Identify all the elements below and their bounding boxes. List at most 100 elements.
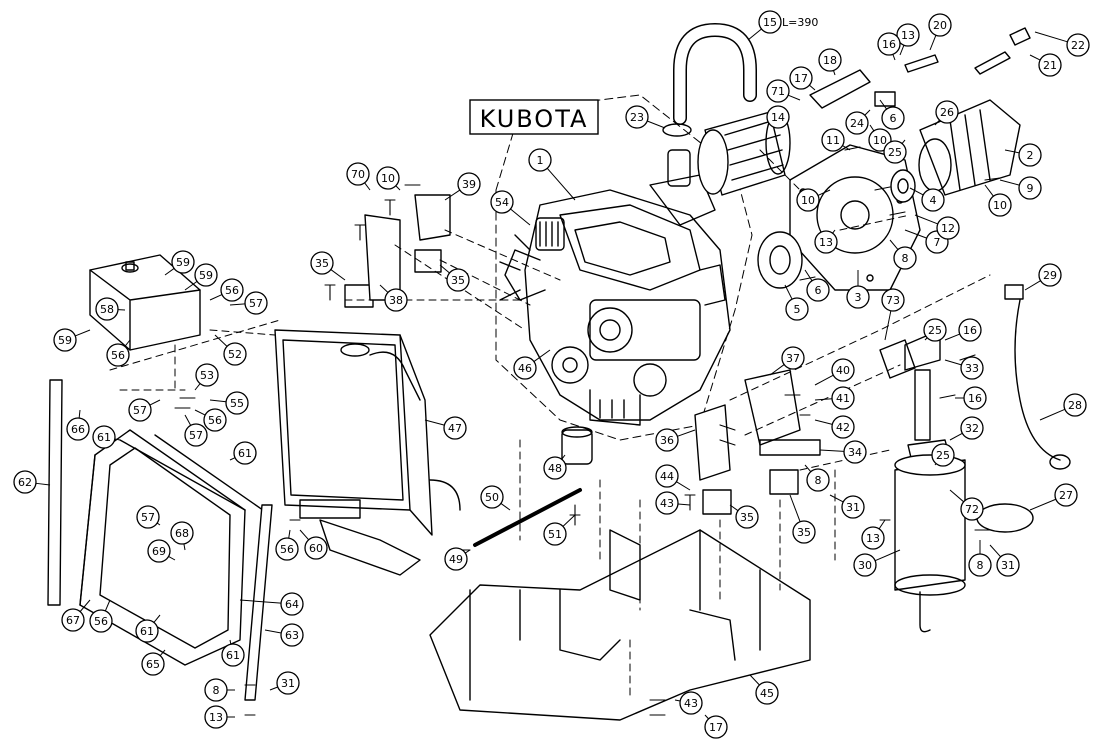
callout-label: 56 <box>280 543 294 556</box>
leader-line <box>790 495 800 522</box>
callout-label: 35 <box>740 511 754 524</box>
callout-label: 36 <box>660 434 674 447</box>
callout-label: 69 <box>152 545 166 558</box>
callout-c66: 66 <box>67 410 89 440</box>
callout-label: 33 <box>965 362 979 375</box>
leader-line <box>210 400 226 402</box>
callout-c28: 28 <box>1040 394 1086 420</box>
callout-c35a: 35 <box>311 252 345 280</box>
callout-c40: 40 <box>815 359 854 385</box>
callout-label: 24 <box>850 117 864 130</box>
callout-label: 57 <box>249 297 263 310</box>
callout-label: 61 <box>140 625 154 638</box>
callout-label: 26 <box>940 106 954 119</box>
callout-label: 13 <box>866 532 880 545</box>
callout-c42: 42 <box>815 416 854 438</box>
callout-label: 48 <box>548 462 562 475</box>
callout-label: 52 <box>228 348 242 361</box>
callout-label: 49 <box>449 553 463 566</box>
callout-c36: 36 <box>656 429 695 451</box>
leader-line <box>985 185 993 196</box>
callout-label: 65 <box>146 658 160 671</box>
callout-c13d: 13 <box>205 706 235 728</box>
callout-c34: 34 <box>820 441 866 463</box>
callout-label: 6 <box>890 112 897 125</box>
callout-label: 38 <box>389 294 403 307</box>
callout-label: 40 <box>836 364 850 377</box>
callout-label: 15 <box>763 16 777 29</box>
callout-label: 59 <box>176 256 190 269</box>
callout-label: 13 <box>819 236 833 249</box>
callout-label: 71 <box>771 85 785 98</box>
leader-line <box>885 311 891 340</box>
callout-label: 8 <box>977 559 984 572</box>
callout-label: 10 <box>381 172 395 185</box>
callout-c54: 54 <box>491 191 530 225</box>
callout-label: 8 <box>213 684 220 697</box>
brand-label: KUBOTA <box>480 105 589 133</box>
callout-c62: 62 <box>14 471 50 493</box>
callout-c13c: 13 <box>862 520 885 549</box>
callout-label: 7 <box>934 236 941 249</box>
callout-label: 5 <box>794 303 801 316</box>
callout-label: 17 <box>709 721 723 734</box>
leader-line <box>1030 55 1040 60</box>
leader-line <box>815 375 833 385</box>
muffler-strap <box>977 504 1033 532</box>
callout-label: 46 <box>518 362 532 375</box>
callout-c20: 20 <box>929 14 951 50</box>
leader-line <box>1030 499 1056 510</box>
callout-c67: 67 <box>62 600 90 631</box>
callout-c52: 52 <box>215 335 246 365</box>
callout-label: 14 <box>771 111 785 124</box>
leader-line <box>195 384 200 390</box>
callout-c16c: 16 <box>955 387 986 409</box>
callout-label: 43 <box>660 497 674 510</box>
callout-label: 18 <box>823 54 837 67</box>
callout-c64: 64 <box>240 593 303 615</box>
callout-c47: 47 <box>425 417 466 439</box>
callout-c8d: 8 <box>205 679 235 701</box>
callout-label: 25 <box>888 146 902 159</box>
callout-c29: 29 <box>1025 264 1061 290</box>
callout-c16a: 16 <box>878 33 900 60</box>
callout-c49: 49 <box>445 548 470 570</box>
leader-line <box>678 504 690 505</box>
callout-label: 57 <box>133 404 147 417</box>
leader-line <box>880 100 887 109</box>
engine-mount-right-1 <box>695 405 731 514</box>
callout-c41: 41 <box>815 387 854 409</box>
leader-line <box>270 687 278 690</box>
leader-line <box>501 503 510 510</box>
callout-c31c: 31 <box>990 545 1019 576</box>
callout-c44: 44 <box>656 465 690 490</box>
callout-c6a: 6 <box>880 100 904 129</box>
callout-c65: 65 <box>142 650 165 675</box>
callout-label: 17 <box>794 72 808 85</box>
leader-line <box>1000 180 1019 185</box>
callout-label: 59 <box>58 334 72 347</box>
callout-c14: 14 <box>767 106 789 128</box>
leader-line <box>833 70 835 75</box>
callout-c63: 63 <box>265 624 303 646</box>
callout-label: 61 <box>238 447 252 460</box>
oil-seal-plate <box>758 232 802 288</box>
leader-line <box>893 54 895 60</box>
callout-c10a: 10 <box>377 167 400 190</box>
leader-line <box>705 715 709 719</box>
callout-c33: 33 <box>945 357 983 379</box>
callout-label: 16 <box>963 324 977 337</box>
callout-label: 68 <box>175 527 189 540</box>
callout-c17a: 17 <box>790 67 815 90</box>
callout-c48: 48 <box>544 455 566 479</box>
callout-label: 50 <box>485 491 499 504</box>
leader-line <box>1040 409 1065 420</box>
callout-c35b: 35 <box>440 265 469 291</box>
callout-label: 2 <box>1027 149 1034 162</box>
engine-block <box>500 190 730 425</box>
leader-line <box>902 140 905 144</box>
callout-label: 31 <box>1001 559 1015 572</box>
leader-line <box>300 530 309 540</box>
callout-c25c: 25 <box>932 444 954 466</box>
callout-label: 56 <box>225 284 239 297</box>
